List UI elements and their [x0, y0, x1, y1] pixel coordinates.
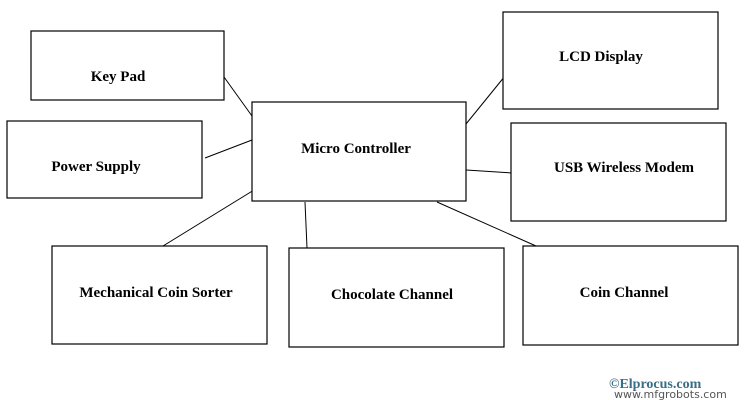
watermark: ©Elprocus.com www.mfgrobots.com: [609, 377, 727, 400]
block-key-pad: Key Pad: [30, 30, 225, 101]
block-power-supply-label: Power Supply: [51, 159, 141, 175]
block-micro-controller-box: [251, 101, 467, 202]
connectors: [162, 75, 537, 249]
block-coin-channel-box: [522, 245, 739, 346]
watermark-secondary: www.mfgrobots.com: [614, 388, 727, 400]
block-chocolate-channel: Chocolate Channel: [288, 247, 505, 348]
block-chocolate-channel-label: Chocolate Channel: [331, 287, 453, 303]
watermark-primary: ©Elprocus.com: [609, 377, 702, 392]
block-mechanical-coin-sorter: Mechanical Coin Sorter: [51, 245, 268, 345]
block-power-supply-box: [6, 120, 203, 199]
block-key-pad-label: Key Pad: [91, 69, 146, 85]
block-chocolate-channel-box: [288, 247, 505, 348]
block-micro-controller: Micro Controller: [251, 101, 467, 202]
block-usb-wireless-modem-box: [510, 122, 727, 222]
block-lcd-display: LCD Display: [502, 11, 719, 110]
block-usb-wireless-modem: USB Wireless Modem: [510, 122, 727, 222]
block-mechanical-coin-sorter-box: [51, 245, 268, 345]
connector-chocolate-channel: [304, 201, 308, 249]
connector-coin-channel: [436, 201, 537, 247]
connector-coin-sorter: [162, 189, 255, 247]
block-lcd-display-label: LCD Display: [559, 49, 643, 65]
block-micro-controller-label: Micro Controller: [301, 141, 411, 157]
connector-keypad: [223, 76, 253, 117]
block-power-supply: Power Supply: [6, 120, 203, 199]
block-coin-channel: Coin Channel: [522, 245, 739, 346]
block-mechanical-coin-sorter-label: Mechanical Coin Sorter: [79, 285, 233, 301]
block-usb-wireless-modem-label: USB Wireless Modem: [554, 160, 695, 176]
block-lcd-display-box: [502, 11, 719, 110]
block-coin-channel-label: Coin Channel: [580, 285, 669, 301]
connector-lcd-display: [465, 75, 506, 125]
block-key-pad-box: [30, 30, 225, 101]
connector-usb-modem: [465, 169, 513, 174]
connector-power-supply: [204, 139, 253, 159]
